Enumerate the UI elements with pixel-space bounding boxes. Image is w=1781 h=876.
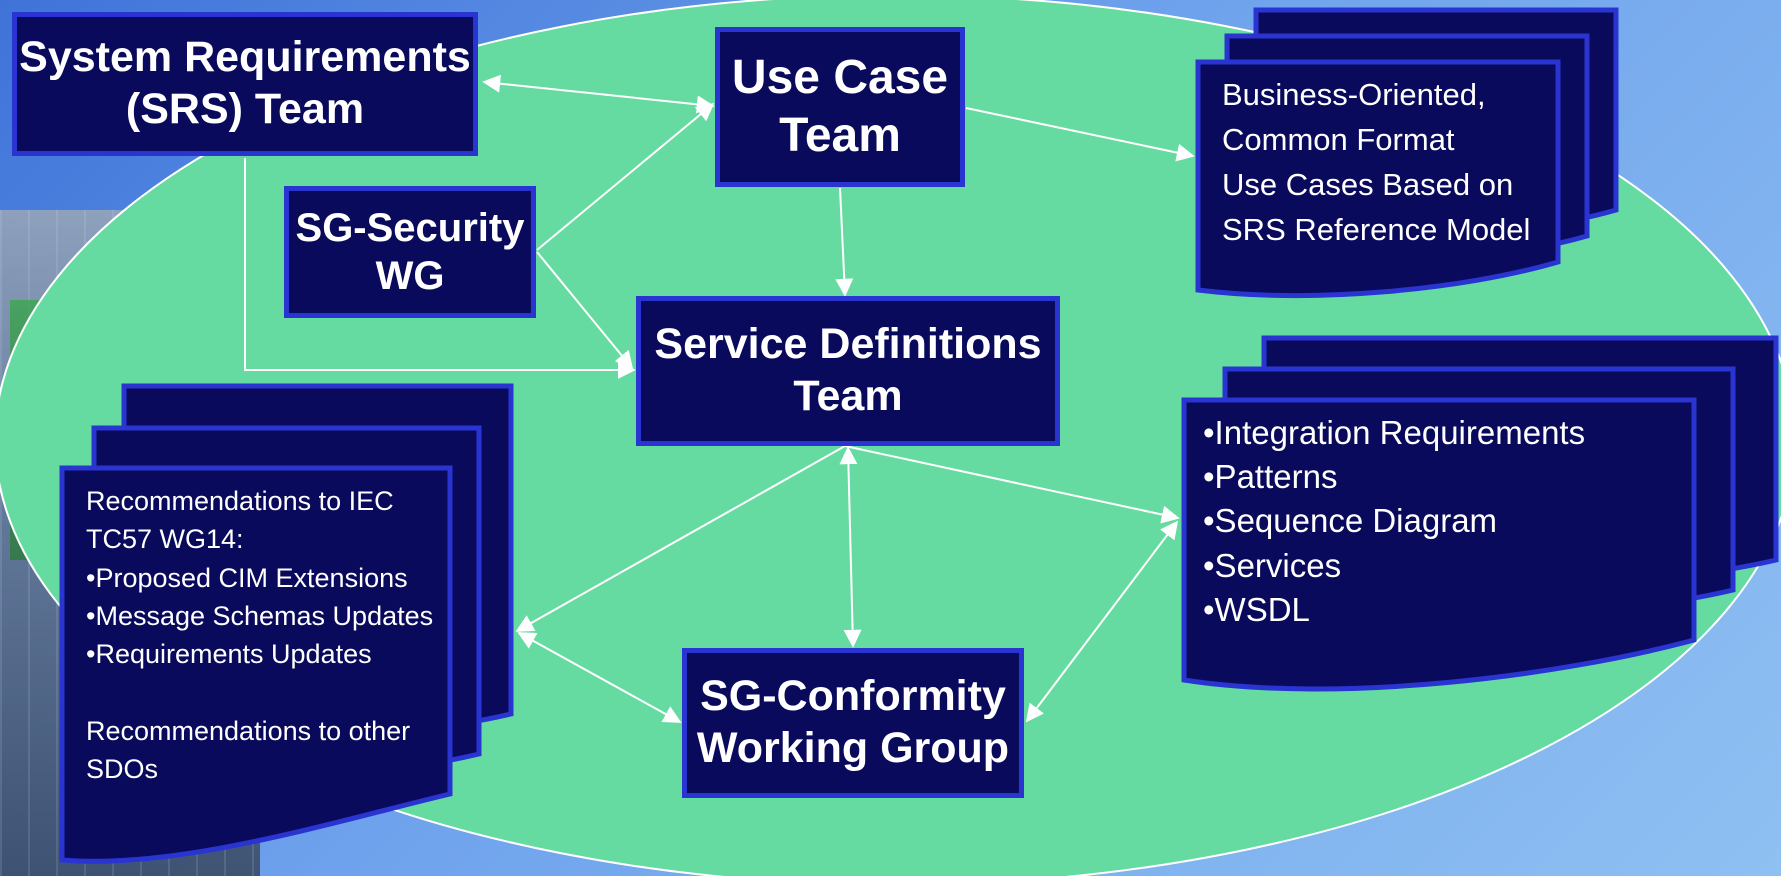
doc-line: SRS Reference Model [1222,211,1531,247]
doc-line: SDOs [86,753,159,784]
arrow-security-usecase [536,102,715,251]
doc-line: Business-Oriented, [1222,77,1486,112]
arrow-srs-usecase [482,74,715,114]
doc-line: •Patterns [1203,458,1338,496]
doc-line: •Services [1203,546,1342,584]
arrow-integration-conformity [1025,520,1179,723]
doc-stack-use-cases [1195,7,1619,298]
use-cases-doc-text: Business-Oriented, Common Format Use Cas… [1222,73,1530,253]
doc-page-front [1195,59,1561,298]
use-case-team-label: Use Case Team [731,51,949,162]
conformity-group-label: SG-Conformity Working Group [696,672,1010,772]
arrow-security-service [536,251,634,370]
doc-line: •Proposed CIM Extensions [86,562,408,593]
doc-stack-recommendations [59,383,514,864]
integration-doc-text: •Integration Requirements •Patterns •Seq… [1203,411,1585,632]
arrow-srs-service [244,158,636,379]
arrow-usecase-docs [965,107,1195,162]
service-definitions-team-label: Service Definitions Team [654,320,1042,420]
use-case-team-box: Use Case Team [715,27,965,187]
arrow-usecase-service [835,187,854,297]
recommendations-doc-text: Recommendations to IEC TC57 WG14: •Propo… [86,482,433,788]
doc-line: •Sequence Diagram [1203,502,1498,540]
doc-line: •Requirements Updates [86,639,372,670]
security-wg-box: SG-Security WG [284,186,536,318]
doc-line: •Message Schemas Updates [86,600,434,631]
doc-page-front [1181,397,1697,692]
doc-line: •Integration Requirements [1203,414,1586,451]
doc-stack-integration [1181,335,1779,692]
doc-line: TC57 WG14: [86,524,244,555]
doc-line-spacer [86,674,433,712]
security-wg-label: SG-Security WG [295,206,525,298]
doc-line: Use Cases Based on [1222,166,1514,202]
arrow-service-integration [844,445,1180,524]
service-definitions-team-box: Service Definitions Team [636,296,1060,446]
doc-line: Common Format [1222,121,1455,157]
doc-page-front [59,465,453,864]
arrow-service-recommendations [515,445,846,632]
doc-line: Recommendations to IEC [86,486,394,516]
doc-line: Recommendations to other [86,715,411,746]
srs-team-box: System Requirements (SRS) Team [12,12,478,156]
conformity-group-box: SG-Conformity Working Group [682,648,1024,798]
arrow-service-conformity [839,446,862,648]
doc-line: •WSDL [1203,590,1310,628]
arrow-recommendations-conformity [517,632,682,723]
srs-team-label: System Requirements (SRS) Team [19,33,471,133]
